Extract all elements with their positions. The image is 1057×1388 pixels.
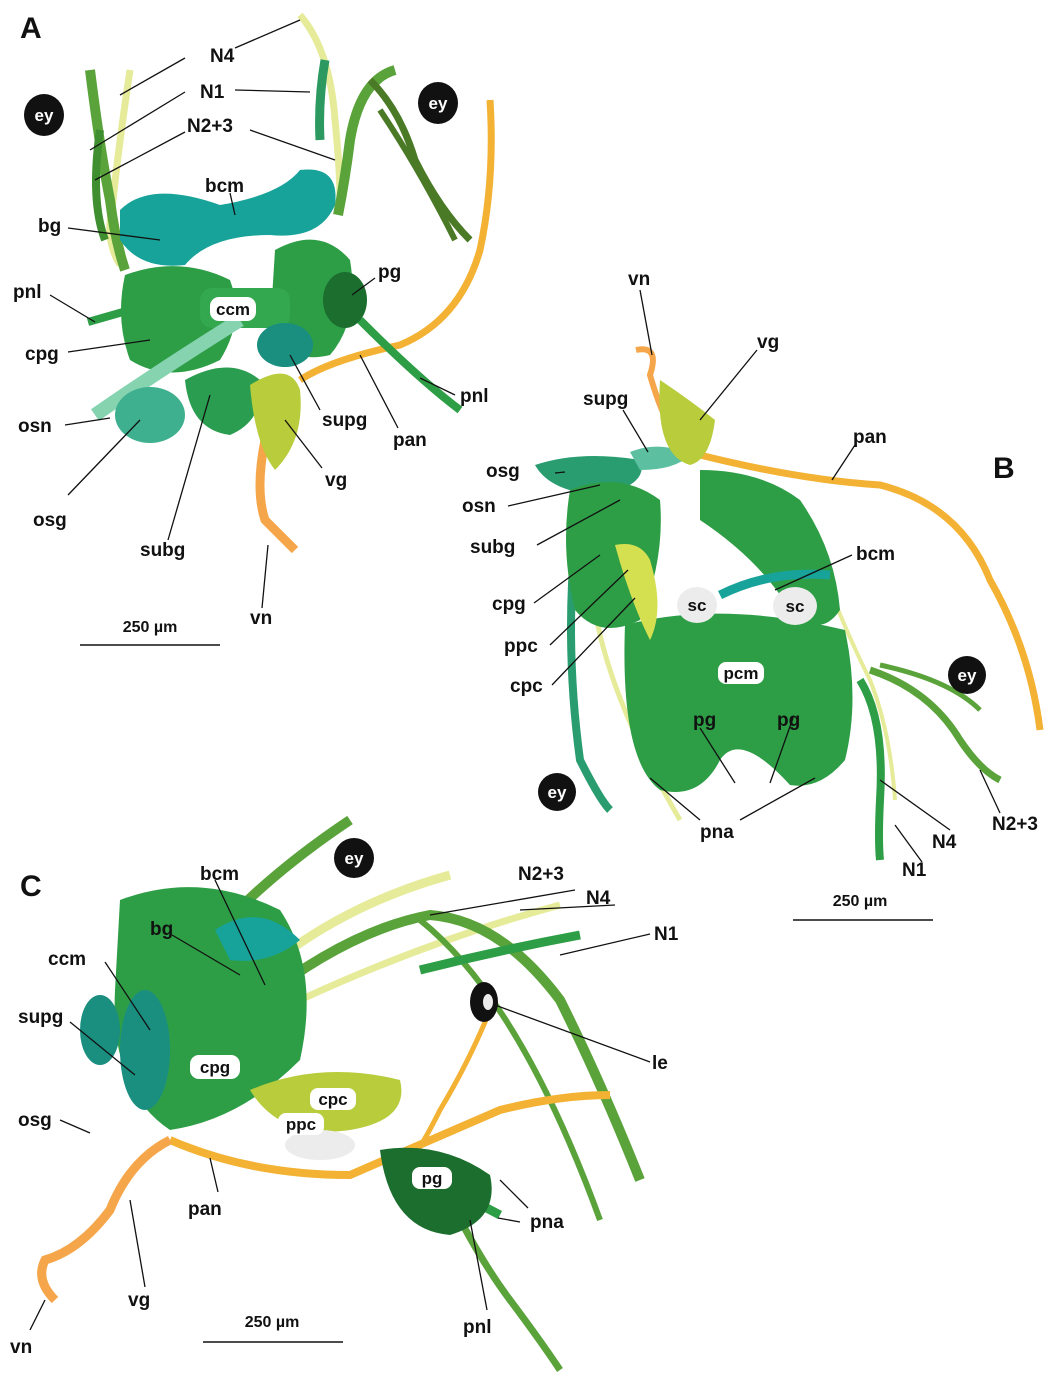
panel-b-label-sc-right: sc [786,597,805,616]
panel-b-label-pcm: pcm [724,664,759,683]
panel-c-nerve-le [410,1010,490,1160]
panel-a-label-subg: subg [140,540,185,561]
panel-a-label-ey-left: ey [35,106,54,125]
panel-b: B sc sc pcm ey [462,269,1040,920]
panel-a-label-supg: supg [322,410,367,431]
panel-c-label-bcm: bcm [200,864,239,885]
panel-b-label-pna: pna [700,822,734,843]
panel-a-eye-right: ey [418,82,458,124]
panel-a-label-n4: N4 [210,46,235,67]
panel-a-subg [185,368,261,436]
panel-a-label-pan: pan [393,430,427,451]
panel-a-vg [250,374,301,470]
panel-b-label-bcm: bcm [856,544,895,565]
panel-a-nerve-n23-right [338,70,395,215]
panel-b-pcm [624,614,852,792]
panel-c-label-le: le [652,1053,668,1074]
panel-b-scale-label: 250 µm [833,893,888,910]
panel-a-scale-label: 250 µm [123,619,178,636]
panel-c-label-ccm: ccm [48,949,86,970]
panel-a-label-cpg: cpg [25,344,59,365]
panel-a-label-bcm: bcm [205,176,244,197]
panel-a-label-n23: N2+3 [187,116,233,137]
panel-a-pg [323,272,367,328]
panel-b-label-vg: vg [757,332,779,353]
panel-b-label-supg: supg [583,389,628,410]
panel-a-label-n1: N1 [200,82,225,103]
panel-c-label-cpc: cpc [318,1090,347,1109]
panel-b-eye-right: ey [948,656,986,694]
panel-c-label-vn: vn [10,1337,32,1358]
panel-b-label-vn: vn [628,269,650,290]
panel-c-label-cpg: cpg [200,1058,230,1077]
panel-a-nerve-olive-2 [380,110,455,240]
panel-c-eye: ey [334,838,374,878]
panel-a-supg [257,323,313,367]
panel-c-nerve-vg [42,1140,170,1300]
panel-c-label-bg: bg [150,919,173,940]
panel-b-label-pan: pan [853,427,887,448]
panel-c-label-pna: pna [530,1212,564,1233]
panel-b-eye-left: ey [538,773,576,811]
panel-c-label-vg: vg [128,1290,150,1311]
panel-c-label-osg: osg [18,1110,52,1131]
panel-c-letter: C [20,870,42,903]
panel-b-label-osn: osn [462,496,496,517]
panel-c-label-pnl: pnl [463,1317,492,1338]
panel-c: C ey cpg cpc [10,820,679,1370]
panel-b-letter: B [993,452,1015,485]
panel-b-label-n4: N4 [932,832,957,853]
panel-c-label-pg: pg [422,1169,443,1188]
panel-c-supg [120,990,170,1110]
panel-a: A ey [13,12,491,645]
panel-b-label-n1: N1 [902,860,927,881]
panel-c-label-ey: ey [345,849,364,868]
panel-c-label-ppc: ppc [286,1115,316,1134]
panel-c-label-n23: N2+3 [518,864,564,885]
panel-b-label-pg-left: pg [693,710,716,731]
panel-a-label-ccm: ccm [216,300,250,319]
panel-a-eye-left: ey [24,94,64,136]
panel-a-label-ey-right: ey [429,94,448,113]
panel-c-scale-label: 250 µm [245,1314,300,1331]
panel-a-letter: A [20,12,42,45]
panel-a-label-pg: pg [378,262,401,283]
panel-b-cpg-right [700,470,840,625]
panel-a-label-osn: osn [18,416,52,437]
panel-b-label-n23: N2+3 [992,814,1038,835]
panel-a-label-osg: osg [33,510,67,531]
panel-a-label-pnl-left: pnl [13,282,42,303]
panel-b-label-sc-left: sc [688,596,707,615]
panel-c-osg [80,995,120,1065]
panel-b-label-osg: osg [486,461,520,482]
panel-b-label-ppc: ppc [504,636,538,657]
panel-a-label-bg: bg [38,216,61,237]
panel-c-pg [380,1148,492,1235]
panel-c-label-pan: pan [188,1199,222,1220]
panel-b-label-ey-left: ey [548,783,567,802]
panel-b-label-ey-right: ey [958,666,977,685]
panel-b-label-subg: subg [470,537,515,558]
panel-a-nerve-n1-right [320,60,325,140]
panel-b-label-cpg: cpg [492,594,526,615]
panel-a-nerve-pnl-right [360,320,460,410]
panel-b-label-pg-right: pg [777,710,800,731]
panel-c-lens [483,994,493,1010]
panel-c-label-supg: supg [18,1007,63,1028]
panel-c-label-n1: N1 [654,924,679,945]
panel-a-label-vg: vg [325,470,347,491]
panel-a-label-pnl-right: pnl [460,386,489,407]
panel-b-label-cpc: cpc [510,676,543,697]
panel-c-label-n4: N4 [586,888,611,909]
panel-a-label-vn: vn [250,608,272,629]
